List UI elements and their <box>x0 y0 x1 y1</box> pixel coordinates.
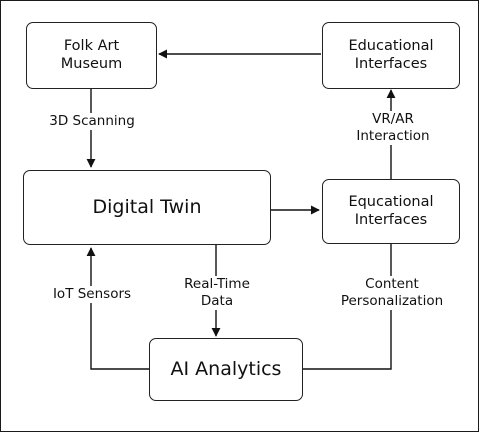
edge-label-3d-scanning: 3D Scanning <box>37 113 147 130</box>
edge-label-content-line-2: Personalization <box>340 292 444 309</box>
edge-label-real-time-line-1: Real-Time <box>184 276 250 292</box>
node-folk-art-museum-line-2: Museum <box>60 55 123 72</box>
edge-label-iot-sensors: IoT Sensors <box>41 286 143 303</box>
edge-label-real-time-data: Real-Time Data <box>176 276 258 310</box>
node-educational-interfaces-mid-line-2: Interfaces <box>354 211 428 228</box>
node-folk-art-museum-line-1: Folk Art <box>63 37 120 54</box>
edge-label-3d-scanning-text: 3D Scanning <box>49 113 135 129</box>
edge-label-real-time-line-2: Data <box>200 292 234 309</box>
edge-label-vr-ar-line-2: Interaction <box>356 127 430 144</box>
node-educational-interfaces-mid: Equcational Interfaces <box>322 179 460 244</box>
node-educational-interfaces-mid-line-1: Equcational <box>348 193 434 210</box>
node-digital-twin: Digital Twin <box>23 170 271 245</box>
node-educational-interfaces-top: Educational Interfaces <box>322 22 460 89</box>
node-ai-analytics-label: AI Analytics <box>170 357 282 380</box>
node-educational-interfaces-top-line-2: Interfaces <box>354 55 428 72</box>
node-educational-interfaces-top-line-1: Educational <box>348 37 434 54</box>
node-folk-art-museum: Folk Art Museum <box>26 22 157 89</box>
edge-label-content-personalization: Content Personalization <box>323 276 461 310</box>
edge-label-iot-sensors-text: IoT Sensors <box>52 286 132 302</box>
edge-ai-analytics-to-digital-twin <box>86 247 149 370</box>
node-digital-twin-label: Digital Twin <box>92 195 202 218</box>
node-ai-analytics: AI Analytics <box>149 338 303 401</box>
edge-label-vr-ar-interaction: VR/AR Interaction <box>337 111 449 145</box>
edge-label-content-line-1: Content <box>365 276 419 292</box>
edge-label-vr-ar-line-1: VR/AR <box>372 111 414 127</box>
